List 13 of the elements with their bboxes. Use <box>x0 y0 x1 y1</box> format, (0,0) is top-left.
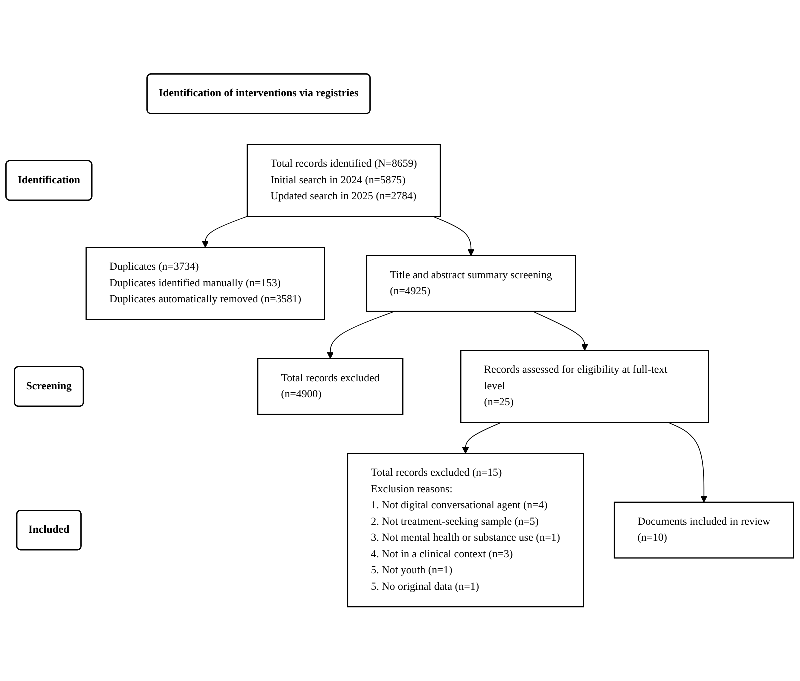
arrow <box>327 311 396 359</box>
node-box: Total records excluded (n=4900) <box>257 358 404 416</box>
arrow <box>432 216 475 256</box>
node-box: Duplicates (n=3734) Duplicates identified manually (n=153) Duplicates automatically removed (n=3581) <box>86 246 326 320</box>
arrow <box>668 422 708 503</box>
arrow <box>202 216 248 248</box>
node-box: Title and abstract summary screening (n=4925) <box>366 255 576 312</box>
node-box: Total records identified (N=8659) Initial search in 2024 (n=5875) Updated search in 2025 (n=2784) <box>246 144 442 218</box>
arrow <box>532 311 588 351</box>
arrow <box>462 422 502 454</box>
node-box: Total records excluded (n=15) Exclusion reasons: 1. Not digital conversational agent (n=4) 2. Not treatment-seeking sample (n=5) 3. Not mental health or substance use (n=1) 4. Not in a clinical context (n=3) 5. Not youth (n=1) 5. No original data (n=1) <box>347 452 584 608</box>
node-box: Documents included in review (n=10) <box>614 502 794 559</box>
node-box: Records assessed for eligibility at full-text level (n=25) <box>460 350 710 424</box>
